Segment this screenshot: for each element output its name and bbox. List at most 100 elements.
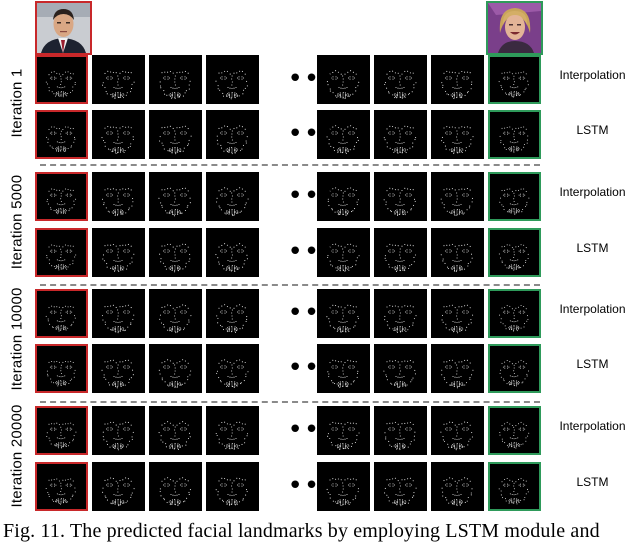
landmark-plot <box>216 359 249 388</box>
method-label: Interpolation <box>559 185 626 199</box>
target-landmark-frame <box>488 406 541 455</box>
predicted-landmark-frame <box>206 462 259 511</box>
source-landmark-frame <box>35 344 88 393</box>
landmark-plot <box>326 125 359 155</box>
ellipsis-dots: ••• <box>287 64 337 94</box>
predicted-landmark-frame <box>431 110 484 159</box>
landmark-plot <box>384 305 417 334</box>
predicted-landmark-frame <box>149 55 202 104</box>
ellipsis-dots: ••• <box>287 415 337 445</box>
landmark-plot <box>499 305 529 332</box>
source-landmark-frame <box>35 462 88 511</box>
landmark-row: ••• Interpolation <box>35 55 626 108</box>
predicted-landmark-frame <box>206 344 259 393</box>
landmark-plot <box>159 304 192 334</box>
method-label: LSTM <box>576 123 609 137</box>
ellipsis-dots: ••• <box>287 237 337 267</box>
landmark-plot <box>159 477 191 507</box>
predicted-landmark-frame <box>317 289 370 338</box>
landmark-plot <box>498 244 529 271</box>
target-landmark-frame <box>488 344 541 393</box>
landmark-plot <box>102 477 135 507</box>
landmark-plot <box>383 187 416 216</box>
landmark-plot <box>46 422 77 449</box>
landmark-plot <box>499 188 530 215</box>
landmark-plot <box>440 421 473 451</box>
ellipsis-dots: ••• <box>287 353 337 383</box>
target-landmark-frame <box>488 172 541 221</box>
landmark-plot <box>327 359 359 388</box>
method-label: LSTM <box>576 241 609 255</box>
method-label: Interpolation <box>559 302 626 316</box>
landmark-plot <box>215 70 248 100</box>
method-label: Interpolation <box>559 68 626 82</box>
landmark-plot <box>327 243 360 272</box>
landmark-plot <box>499 359 530 387</box>
predicted-landmark-frame <box>206 110 259 159</box>
target-face-photo <box>486 1 543 55</box>
landmark-plot <box>45 71 76 98</box>
landmark-plot <box>102 243 135 272</box>
landmark-plot <box>46 360 76 387</box>
iteration-label: Iteration 1 <box>8 68 26 138</box>
landmark-plot <box>46 244 77 271</box>
landmark-plot <box>327 187 359 216</box>
predicted-landmark-frame <box>374 462 427 511</box>
target-landmark-frame <box>488 462 541 511</box>
ellipsis-dots: ••• <box>287 181 337 211</box>
landmark-row: ••• Interpolation <box>35 406 626 459</box>
landmark-plot <box>215 421 249 450</box>
predicted-landmark-frame <box>317 406 370 455</box>
landmark-plot <box>440 243 473 273</box>
predicted-landmark-frame <box>374 228 427 277</box>
predicted-landmark-frame <box>374 110 427 159</box>
dashed-separator <box>40 401 540 403</box>
dashed-separator <box>40 164 540 166</box>
predicted-landmark-frame <box>92 406 145 455</box>
landmark-plot <box>158 421 191 451</box>
landmark-plot <box>102 421 134 451</box>
target-landmark-frame <box>488 110 541 159</box>
predicted-landmark-frame <box>374 344 427 393</box>
predicted-landmark-frame <box>92 110 145 159</box>
landmark-plot <box>215 243 248 273</box>
landmark-plot <box>384 70 417 99</box>
target-landmark-frame <box>488 55 541 104</box>
predicted-landmark-frame <box>431 289 484 338</box>
landmark-plot <box>46 126 76 153</box>
predicted-landmark-frame <box>317 344 370 393</box>
landmark-plot <box>499 421 530 449</box>
landmark-plot <box>441 126 474 155</box>
landmark-plot <box>102 70 135 99</box>
ellipsis-dots: ••• <box>287 119 337 149</box>
landmark-plot <box>326 304 359 333</box>
method-label: Interpolation <box>559 419 626 433</box>
landmark-plot <box>158 187 191 217</box>
landmark-plot <box>215 477 248 506</box>
predicted-landmark-frame <box>92 289 145 338</box>
landmark-plot <box>159 70 191 99</box>
landmark-plot <box>499 126 529 153</box>
landmark-plot <box>46 188 77 215</box>
landmark-plot <box>159 243 191 273</box>
landmark-row: ••• Interpolation <box>35 172 626 225</box>
predicted-landmark-frame <box>374 55 427 104</box>
predicted-landmark-frame <box>149 228 202 277</box>
landmark-plot <box>384 477 417 507</box>
predicted-landmark-frame <box>206 172 259 221</box>
landmark-plot <box>101 304 135 334</box>
predicted-landmark-frame <box>149 344 202 393</box>
landmark-plot <box>45 305 76 332</box>
landmark-plot <box>498 71 529 98</box>
landmark-row: ••• LSTM <box>35 110 609 163</box>
predicted-landmark-frame <box>431 172 484 221</box>
predicted-landmark-frame <box>92 172 145 221</box>
landmark-plot <box>383 360 416 388</box>
predicted-landmark-frame <box>317 462 370 511</box>
iteration-label: Iteration 20000 <box>8 404 26 508</box>
source-landmark-frame <box>35 228 88 277</box>
landmark-plot <box>216 304 248 334</box>
predicted-landmark-frame <box>149 110 202 159</box>
landmark-row: ••• LSTM <box>35 228 609 281</box>
landmark-plot <box>384 243 417 273</box>
